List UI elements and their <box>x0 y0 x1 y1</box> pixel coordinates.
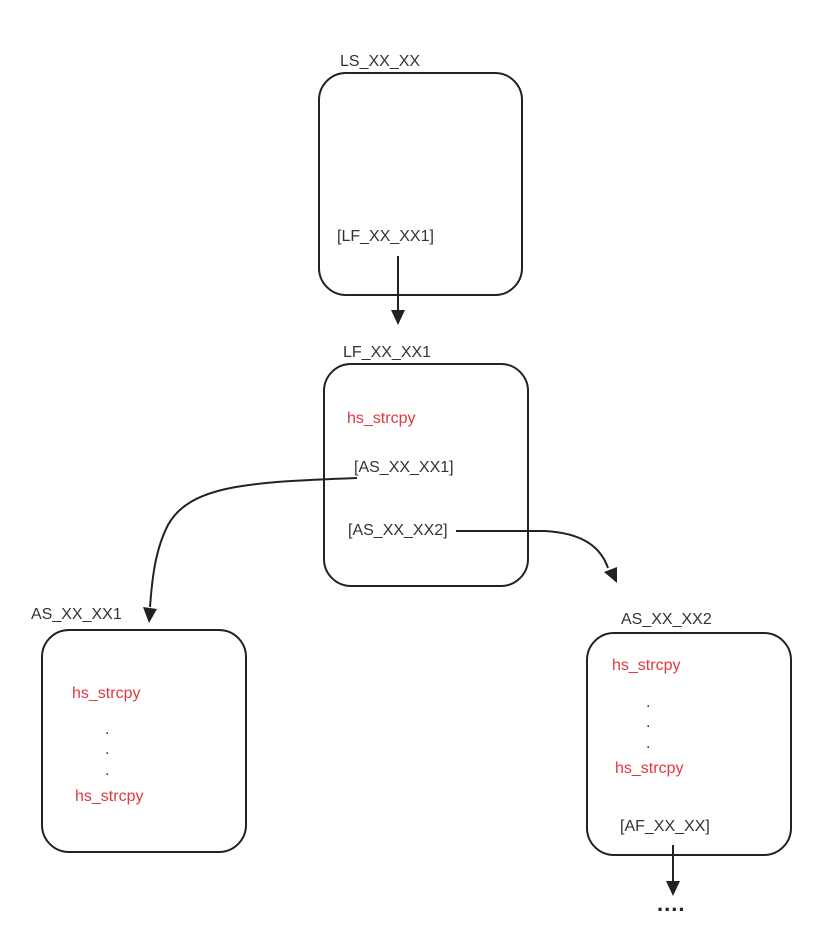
node-as2-title: AS_XX_XX2 <box>621 611 712 628</box>
node-as1-dot: . <box>105 721 110 738</box>
arrowhead-ls-to-lf <box>391 310 405 325</box>
edge-lf-to-as1 <box>149 477 358 608</box>
arrowhead-lf-to-as2 <box>604 567 617 583</box>
arrowhead-lf-to-as1 <box>143 607 157 623</box>
arrowhead-as2-to-next <box>666 881 680 896</box>
node-as1-title: AS_XX_XX1 <box>31 606 122 623</box>
node-lf-ref-as2[interactable]: [AS_XX_XX2] <box>348 522 448 539</box>
node-as1-dot: . <box>105 741 110 758</box>
node-as1-dot: . <box>105 762 110 779</box>
node-as2-dot: . <box>646 735 651 752</box>
node-as2[interactable] <box>586 632 792 856</box>
node-as2-ref[interactable]: [AF_XX_XX] <box>620 818 710 835</box>
node-lf-call: hs_strcpy <box>347 410 416 427</box>
node-lf-ref-as1[interactable]: [AS_XX_XX1] <box>354 459 454 476</box>
node-as1[interactable] <box>41 629 247 853</box>
node-as1-call-last: hs_strcpy <box>75 788 144 805</box>
edge-lf-to-as2 <box>456 530 609 569</box>
node-ls-ref[interactable]: [LF_XX_XX1] <box>337 228 434 245</box>
node-ls[interactable] <box>318 72 523 296</box>
node-as2-dot: . <box>646 694 651 711</box>
continuation-ellipsis: .... <box>657 891 686 916</box>
node-as1-call-first: hs_strcpy <box>72 685 141 702</box>
node-as2-call-last: hs_strcpy <box>615 760 684 777</box>
node-as2-call-first: hs_strcpy <box>612 657 681 674</box>
node-as2-dot: . <box>646 714 651 731</box>
node-lf[interactable] <box>323 363 529 587</box>
node-ls-title: LS_XX_XX <box>340 53 421 70</box>
node-lf-title: LF_XX_XX1 <box>343 344 432 361</box>
